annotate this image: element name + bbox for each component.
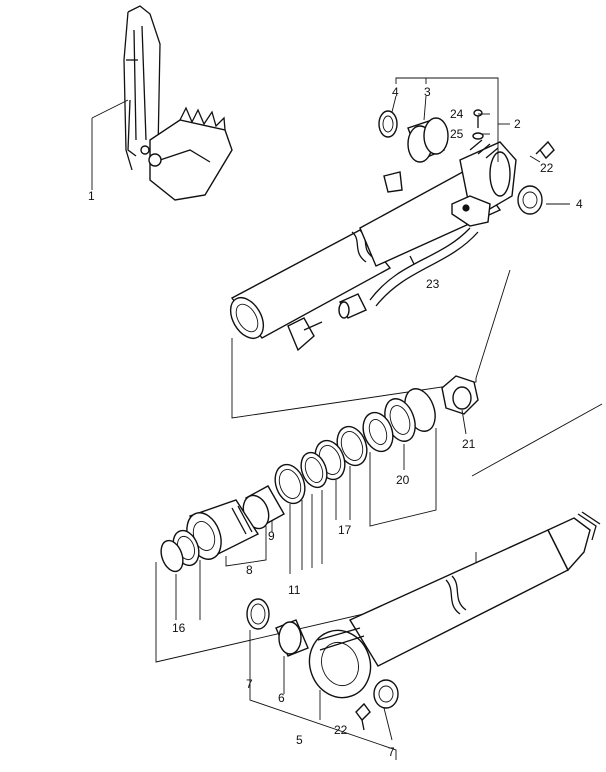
callout-2: 2: [514, 117, 521, 131]
callout-23: 23: [426, 277, 440, 291]
callout-20: 20: [396, 473, 410, 487]
piston-seal-stack: [155, 375, 479, 663]
piston-rod-assembly: [246, 403, 603, 760]
callout-11: 11: [288, 583, 301, 597]
callout-25: 25: [450, 127, 464, 141]
bushing-and-seal-parts: [378, 77, 570, 215]
callout-16: 16: [172, 621, 186, 635]
callout-21: 21: [462, 437, 476, 451]
callout-9: 9: [268, 529, 275, 543]
callout-1: 1: [88, 189, 95, 203]
callout-17: 17: [338, 523, 352, 537]
cylinder-tube-assembly: [229, 139, 517, 419]
callout-5: 5: [296, 733, 303, 747]
callout-4b: 4: [576, 197, 583, 211]
callout-6: 6: [278, 691, 285, 705]
callout-7a: 7: [246, 677, 253, 691]
callout-22b: 22: [334, 723, 348, 737]
excavator-arm-illustration: [91, 5, 233, 201]
callout-4a: 4: [392, 85, 399, 99]
callout-7b: 7: [388, 745, 395, 759]
callout-labels: 1 2 3 4 4 5 6 7 7 8 9 11 16 17 20 21 22 …: [88, 85, 583, 759]
callout-22a: 22: [540, 161, 554, 175]
callout-3: 3: [424, 85, 431, 99]
callout-24: 24: [450, 107, 464, 121]
callout-8: 8: [246, 563, 253, 577]
